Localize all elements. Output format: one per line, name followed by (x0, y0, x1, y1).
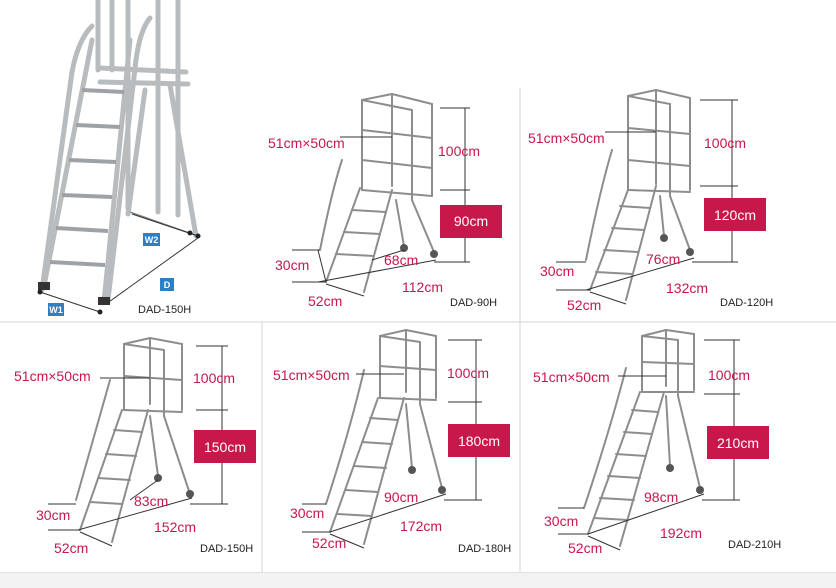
base-depth-label: 112cm (402, 279, 443, 295)
bottom-strip (0, 572, 836, 588)
svg-text:D: D (164, 280, 171, 290)
height-badge (707, 426, 769, 459)
step-height-label: 30cm (290, 505, 324, 521)
model-label: DAD-150H (200, 543, 253, 555)
model-label: DAD-180H (458, 543, 511, 555)
model-label: DAD-90H (450, 297, 497, 309)
rail-height-label: 100cm (438, 143, 480, 159)
photo-panel: W2 D W1 DAD-150H (37, 0, 201, 316)
step-height-label: 30cm (544, 513, 578, 529)
step-height-label: 30cm (540, 263, 574, 279)
inner-depth-label: 76cm (646, 251, 680, 267)
panel-dad-120h: 51cm×50cm 100cm 120cm 30cm 76cm 132cm 52… (528, 89, 773, 313)
panel-dad-150h: 51cm×50cm 100cm 150cm 30cm 83cm 152cm 52… (14, 337, 256, 556)
rail-height-label: 100cm (193, 370, 235, 386)
model-label: DAD-120H (720, 297, 773, 309)
step-height-label: 30cm (36, 507, 70, 523)
platform-size-label: 51cm×50cm (268, 135, 345, 151)
base-width-label: 52cm (308, 293, 342, 309)
platform-height-label: 210cm (717, 435, 759, 451)
step-height-label: 30cm (275, 257, 309, 273)
base-depth-label: 192cm (660, 525, 702, 541)
panel-dad-90h: 51cm×50cm 100cm 90cm 30cm 68cm 112cm 52c… (268, 93, 502, 309)
height-badge (440, 205, 502, 238)
platform-size-label: 51cm×50cm (528, 130, 605, 146)
rail-height-label: 100cm (704, 135, 746, 151)
base-depth-label: 172cm (400, 518, 442, 534)
platform-height-label: 150cm (204, 439, 246, 455)
platform-height-label: 180cm (458, 433, 500, 449)
model-label: DAD-150H (138, 304, 191, 316)
base-width-label: 52cm (54, 540, 88, 556)
panel-dad-180h: 51cm×50cm 100cm 180cm 30cm 90cm 172cm 52… (273, 329, 511, 555)
platform-size-label: 51cm×50cm (533, 369, 610, 385)
w2-tag (143, 233, 160, 246)
platform-height-label: 90cm (454, 213, 488, 229)
svg-text:W2: W2 (145, 235, 159, 245)
rail-height-label: 100cm (708, 367, 750, 383)
platform-size-label: 51cm×50cm (273, 367, 350, 383)
base-depth-label: 132cm (666, 280, 708, 296)
w1-tag (48, 303, 64, 316)
platform-height-label: 120cm (714, 207, 756, 223)
base-depth-label: 152cm (154, 519, 196, 535)
model-label: DAD-210H (728, 539, 781, 551)
svg-text:W1: W1 (49, 305, 63, 315)
height-badge (704, 198, 766, 231)
inner-depth-label: 90cm (384, 489, 418, 505)
rail-height-label: 100cm (447, 365, 489, 381)
height-badge (448, 424, 510, 457)
inner-depth-label: 68cm (384, 252, 418, 268)
d-tag (160, 278, 174, 291)
inner-depth-label: 98cm (644, 489, 678, 505)
inner-depth-label: 83cm (134, 493, 168, 509)
base-width-label: 52cm (567, 297, 601, 313)
base-width-label: 52cm (312, 535, 346, 551)
panel-dad-210h: 51cm×50cm 100cm 210cm 30cm 98cm 192cm 52… (533, 329, 781, 556)
height-badge (194, 430, 256, 463)
base-width-label: 52cm (568, 540, 602, 556)
platform-size-label: 51cm×50cm (14, 368, 91, 384)
